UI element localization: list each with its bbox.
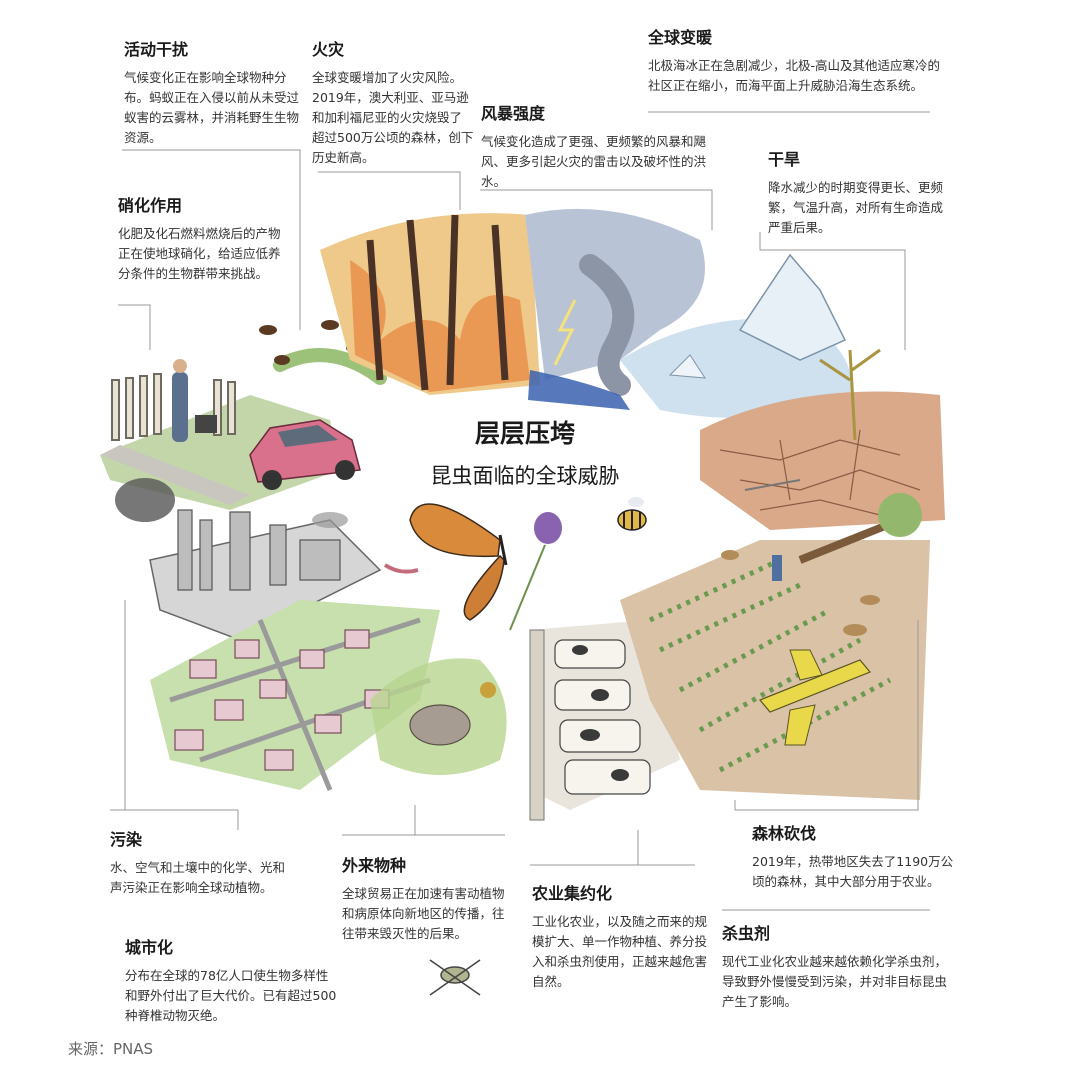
crop-rows xyxy=(648,557,892,773)
pink-car xyxy=(249,419,361,490)
dry-corn xyxy=(819,348,881,441)
lightning xyxy=(553,299,577,366)
threat-heading: 活动干扰 xyxy=(124,40,189,59)
threat-urbanization: 城市化 分布在全球的78亿人口使生物多样性和野外付出了巨大代价。已有超过500种… xyxy=(125,934,339,1026)
glacier xyxy=(738,253,847,361)
threat-heading: 干旱 xyxy=(768,150,801,169)
threat-deforestation: 森林砍伐 2019年，热带地区失去了1190万公顷的森林，其中大部分用于农业。 xyxy=(752,820,958,892)
field-scene xyxy=(620,493,930,800)
beetle xyxy=(429,959,481,996)
fish-skeleton xyxy=(744,479,801,491)
threat-nitrification: 硝化作用 化肥及化石燃料燃烧后的产物正在使地球硝化，给适应低养分条件的生物群带来… xyxy=(118,192,286,284)
threat-description: 降水减少的时期变得更长、更频繁，气温升高，对所有生命造成严重后果。 xyxy=(768,180,944,235)
threat-description: 工业化农业，以及随之而来的规模扩大、单一作物种植、养分投入和杀虫剂使用，正越来越… xyxy=(532,914,708,989)
threat-fire: 火灾 全球变暖增加了火灾风险。2019年，澳大利亚、亚马逊和加利福尼亚的火灾烧毁… xyxy=(312,36,474,168)
threat-description: 现代工业化农业越来越依赖化学杀虫剂，导致野外慢慢受到污染，并对非目标昆虫产生了影… xyxy=(722,954,948,1009)
threat-heading: 城市化 xyxy=(125,938,174,957)
invasive-scene xyxy=(370,658,507,996)
tornado xyxy=(579,254,635,396)
source-credit: 来源：PNAS xyxy=(68,1040,154,1058)
threat-heading: 污染 xyxy=(110,830,143,849)
butterfly xyxy=(409,503,508,621)
logger xyxy=(772,555,782,581)
threat-description: 2019年，热带地区失去了1190万公顷的森林，其中大部分用于农业。 xyxy=(752,854,954,889)
threat-storm-intensity: 风暴强度 气候变化造成了更强、更频繁的风暴和飓风、更多引起火灾的雷击以及破坏性的… xyxy=(481,100,721,192)
gardener xyxy=(172,372,188,442)
storm-scene xyxy=(525,208,705,410)
threat-heading: 风暴强度 xyxy=(481,104,546,123)
threat-description: 气候变化正在影响全球物种分布。蚂蚁正在入侵以前从未受过蚁害的云雾林，并消耗野生生… xyxy=(124,70,300,145)
page-subtitle: 昆虫面临的全球威胁 xyxy=(430,464,620,488)
threat-heading: 杀虫剂 xyxy=(722,924,771,943)
threat-agricultural-intensification: 农业集约化 工业化农业，以及随之而来的规模扩大、单一作物种植、养分投入和杀虫剂使… xyxy=(532,880,716,992)
threat-invasive-species: 外来物种 全球贸易正在加速有害动植物和病原体向新地区的传播，往往带来毁灭性的后果… xyxy=(342,852,514,944)
threat-description: 化肥及化石燃料燃烧后的产物正在使地球硝化，给适应低养分条件的生物群带来挑战。 xyxy=(118,226,281,281)
threat-global-warming: 全球变暖 北极海冰正在急剧减少，北极-高山及其他适应寒冷的社区正在缩小，而海平面… xyxy=(648,24,948,96)
bee xyxy=(617,497,647,531)
leader-lines xyxy=(110,111,930,911)
arctic-ice-scene xyxy=(620,253,852,418)
threat-drought: 干旱 降水减少的时期变得更长、更频繁，气温升高，对所有生命造成严重后果。 xyxy=(768,146,952,238)
threat-heading: 农业集约化 xyxy=(532,884,613,903)
threat-heading: 火灾 xyxy=(312,40,345,59)
threat-description: 北极海冰正在急剧减少，北极-高山及其他适应寒冷的社区正在缩小，而海平面上升威胁沿… xyxy=(648,58,941,93)
caterpillar xyxy=(273,348,387,385)
threat-heading: 硝化作用 xyxy=(118,196,183,215)
threat-description: 分布在全球的78亿人口使生物多样性和野外付出了巨大代价。已有超过500种脊椎动物… xyxy=(125,968,337,1023)
forest-fire-scene xyxy=(320,213,540,395)
threat-heading: 外来物种 xyxy=(342,856,407,875)
threat-description: 气候变化造成了更强、更频繁的风暴和飓风、更多引起火灾的雷击以及破坏性的洪水。 xyxy=(481,134,707,189)
threat-heading: 全球变暖 xyxy=(648,28,713,47)
factory-scene xyxy=(149,509,419,641)
crop-duster-plane xyxy=(759,649,871,746)
tree-stumps xyxy=(721,550,880,636)
drought-scene xyxy=(700,348,945,530)
exhaust-smoke xyxy=(115,478,175,522)
threat-pesticides: 杀虫剂 现代工业化农业越来越依赖化学杀虫剂，导致野外慢慢受到污染，并对非目标昆虫… xyxy=(722,920,948,1012)
threat-description: 水、空气和土壤中的化学、光和声污染正在影响全球动植物。 xyxy=(110,860,286,895)
threat-description: 全球变暖增加了火灾风险。2019年，澳大利亚、亚马逊和加利福尼亚的火灾烧毁了超过… xyxy=(312,70,474,165)
thistle xyxy=(509,512,562,631)
invasive-spider xyxy=(480,682,496,698)
rat xyxy=(409,704,471,746)
threat-heading: 森林砍伐 xyxy=(752,824,817,843)
page-title: 层层压垮 xyxy=(474,419,575,448)
threat-pollution: 污染 水、空气和土壤中的化学、光和声污染正在影响全球动植物。 xyxy=(110,826,296,898)
threat-description: 全球贸易正在加速有害动植物和病原体向新地区的传播，往往带来毁灭性的后果。 xyxy=(342,886,505,941)
backyard-scene xyxy=(100,320,387,522)
center-title-block: 层层压垮 昆虫面临的全球威胁 xyxy=(400,414,650,490)
threat-disturbance: 活动干扰 气候变化正在影响全球物种分布。蚂蚁正在入侵以前从未受过蚁害的云雾林，并… xyxy=(124,36,310,148)
